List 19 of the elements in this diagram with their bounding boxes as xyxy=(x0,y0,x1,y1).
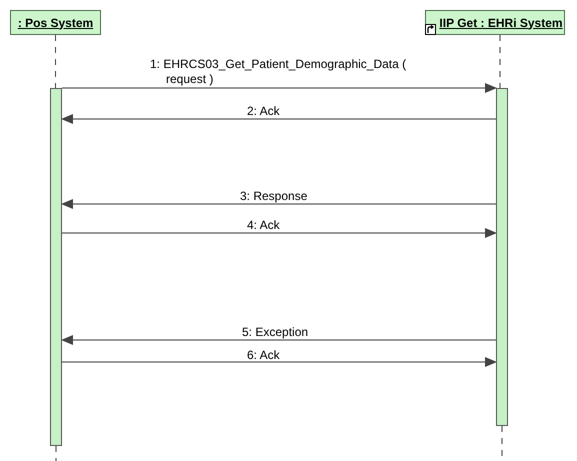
lifeline-header xyxy=(425,10,565,35)
lifeline-header xyxy=(10,10,101,35)
message-arrow xyxy=(62,228,497,238)
message-arrow xyxy=(62,83,497,93)
message-label: 4: Ack xyxy=(247,218,280,233)
message-arrow xyxy=(61,114,496,124)
message-label: 6: Ack xyxy=(247,348,280,363)
activation-bar xyxy=(50,88,62,446)
lifeline xyxy=(55,34,56,88)
message-arrow xyxy=(61,335,496,345)
message-arrow xyxy=(62,357,497,367)
activation-bar xyxy=(496,88,508,426)
message-label: 2: Ack xyxy=(247,104,280,119)
message-arrow xyxy=(61,199,496,209)
lifeline-name: IIP Get : EHRi System xyxy=(439,16,563,30)
message-label: 1: EHRCS03_Get_Patient_Demographic_Data ( request ) xyxy=(150,57,408,87)
message-label: 3: Response xyxy=(240,189,308,204)
lifeline-name: : Pos System xyxy=(18,16,94,30)
message-label: 5: Exception xyxy=(242,325,308,340)
